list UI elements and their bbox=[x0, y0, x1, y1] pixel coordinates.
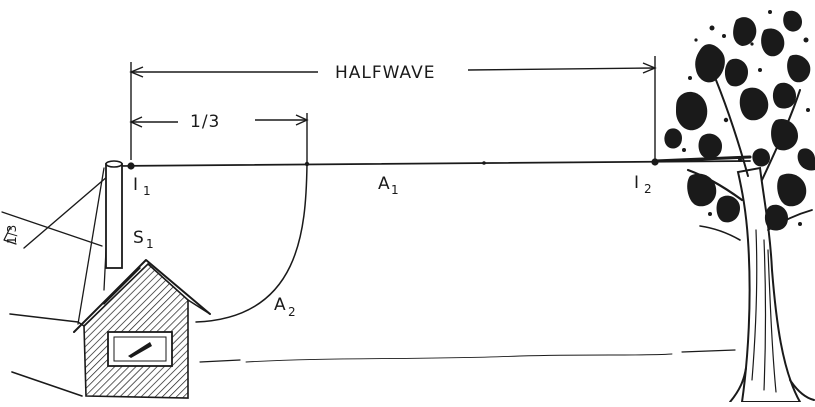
tree-foliage-specks bbox=[682, 10, 810, 226]
mast-s1 bbox=[105, 160, 123, 269]
insulator-1-point bbox=[127, 162, 135, 170]
guy-wire-1 bbox=[77, 167, 105, 325]
tree-branch-upper bbox=[715, 79, 749, 177]
antenna-2-letter: A bbox=[274, 295, 287, 315]
insulator-2-letter: I bbox=[634, 173, 640, 193]
window-reflection bbox=[128, 342, 152, 358]
left-guy-lines bbox=[1, 175, 109, 249]
feeder-a2 bbox=[195, 163, 308, 323]
tree-foliage bbox=[664, 10, 815, 231]
support-1-letter: S bbox=[133, 228, 145, 248]
tree bbox=[664, 10, 815, 403]
insulator-2-subscript: 2 bbox=[644, 182, 652, 196]
antenna-1-label: A 1 bbox=[378, 174, 399, 197]
house-left-roof-edge bbox=[9, 313, 85, 327]
house-left-base bbox=[11, 371, 83, 397]
halfwave-left-arrow bbox=[129, 66, 144, 78]
antenna-2-label: A 2 bbox=[274, 295, 296, 319]
halfwave-dim-line-right bbox=[467, 67, 656, 71]
antenna-1-letter: A bbox=[378, 174, 391, 194]
one-third-right-arrow bbox=[295, 114, 309, 126]
center-point bbox=[482, 161, 486, 165]
antenna-a1 bbox=[113, 155, 752, 170]
one-third-label: 1/3 bbox=[190, 112, 220, 132]
one-third-left-arrow bbox=[129, 116, 143, 128]
halfwave-label: HALFWAVE bbox=[335, 63, 435, 83]
support-1-label: S 1 bbox=[133, 228, 154, 251]
insulator-1-letter: I bbox=[133, 175, 139, 195]
house-gable-wall bbox=[83, 262, 189, 399]
tree-tie-rope bbox=[653, 155, 752, 163]
side-note-label: 1/3 bbox=[5, 225, 19, 244]
house-roof bbox=[73, 259, 211, 333]
house-roof-inner bbox=[103, 267, 141, 305]
insulator-1-label: I 1 bbox=[133, 175, 151, 198]
ground-line bbox=[199, 349, 736, 363]
halfwave-dimension: HALFWAVE bbox=[129, 56, 657, 160]
antenna-1-subscript: 1 bbox=[391, 183, 399, 197]
mast-top bbox=[105, 160, 123, 168]
one-third-dimension: 1/3 bbox=[129, 112, 309, 163]
support-1-subscript: 1 bbox=[146, 237, 154, 251]
insulator-1-subscript: 1 bbox=[143, 184, 151, 198]
halfwave-right-arrow bbox=[642, 62, 657, 74]
mast-body bbox=[105, 163, 123, 269]
antenna-wire bbox=[113, 160, 751, 167]
antenna-2-subscript: 2 bbox=[288, 305, 296, 319]
insulator-2-label: I 2 bbox=[634, 173, 652, 196]
